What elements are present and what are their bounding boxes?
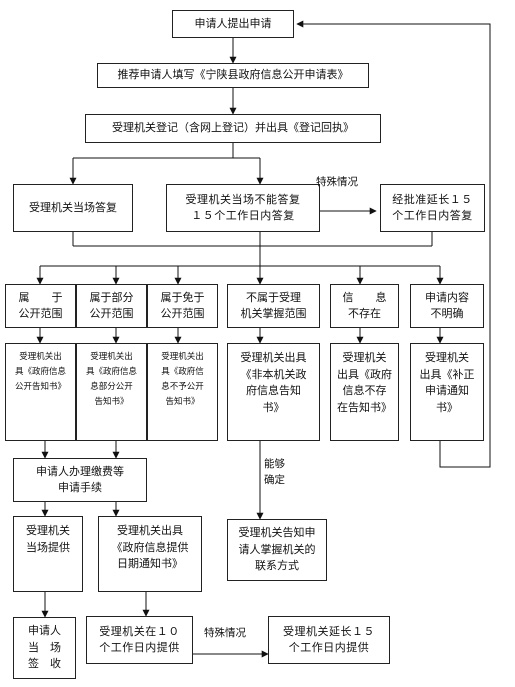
node-cat-out-of-scope: 不属于受理 机关掌握范围 — [227, 284, 320, 328]
node-cat-not-exist: 信 息 不存在 — [330, 284, 399, 328]
edge-label-special-1: 特殊情况 — [316, 176, 358, 188]
node-extend-provide-15: 受理机关延长１５ 个工作日内提供 — [268, 616, 390, 664]
node-date-notice: 受理机关出具 《政府信息提供 日期通知书》 — [98, 516, 202, 592]
node-cat-unclear: 申请内容 不明确 — [410, 284, 484, 328]
node-inform-contact: 受理机关告知申 请人掌握机关的 联系方式 — [227, 519, 327, 581]
node-notice-not-exist: 受理机关 出具《政府 信息不存 在告知书》 — [330, 343, 399, 441]
loop-back-to-apply — [296, 20, 491, 468]
node-sign-receive: 申请人 当 场 签 收 — [13, 617, 76, 679]
node-cat-exempt: 属于免于 公开范围 — [147, 284, 218, 328]
node-notice-partial: 受理机关出 具《政府信息 息部分公开 告知书》 — [76, 343, 147, 441]
node-pay-fees: 申请人办理缴费等 申请手续 — [13, 458, 147, 502]
node-reply-on-spot: 受理机关当场答复 — [13, 184, 133, 232]
edge-label-special-2: 特殊情况 — [204, 627, 246, 639]
node-notice-exempt: 受理机关出 具《政府信 息不予公开 告知书》 — [147, 343, 218, 441]
edge-label-can-determine: 能够 确定 — [264, 458, 285, 486]
node-extended-15: 经批准延长１５ 个工作日内答复 — [380, 184, 485, 232]
node-fill-form: 推荐申请人填写《宁陕县政府信息公开申请表》 — [97, 63, 369, 88]
node-notice-public: 受理机关出 具《政府信息 公开告知书》 — [5, 343, 76, 441]
node-notice-unclear: 受理机关 出具《补正 申请通知 书》 — [410, 343, 484, 441]
node-apply: 申请人提出申请 — [172, 10, 294, 38]
node-register: 受理机关登记（含网上登记）并出具《登记回执》 — [85, 114, 381, 143]
node-reply-15-days: 受理机关当场不能答复 １５个工作日内答复 — [166, 184, 320, 232]
node-cat-partial: 属于部分 公开范围 — [76, 284, 147, 328]
node-notice-out-of-scope: 受理机关出具 《非本机关政 府信息告知 书》 — [227, 343, 320, 441]
node-cat-public: 属 于 公开范围 — [5, 284, 76, 328]
node-provide-10-days: 受理机关在１０ 个工作日内提供 — [86, 616, 193, 664]
node-provide-on-spot: 受理机关 当场提供 — [13, 516, 83, 592]
